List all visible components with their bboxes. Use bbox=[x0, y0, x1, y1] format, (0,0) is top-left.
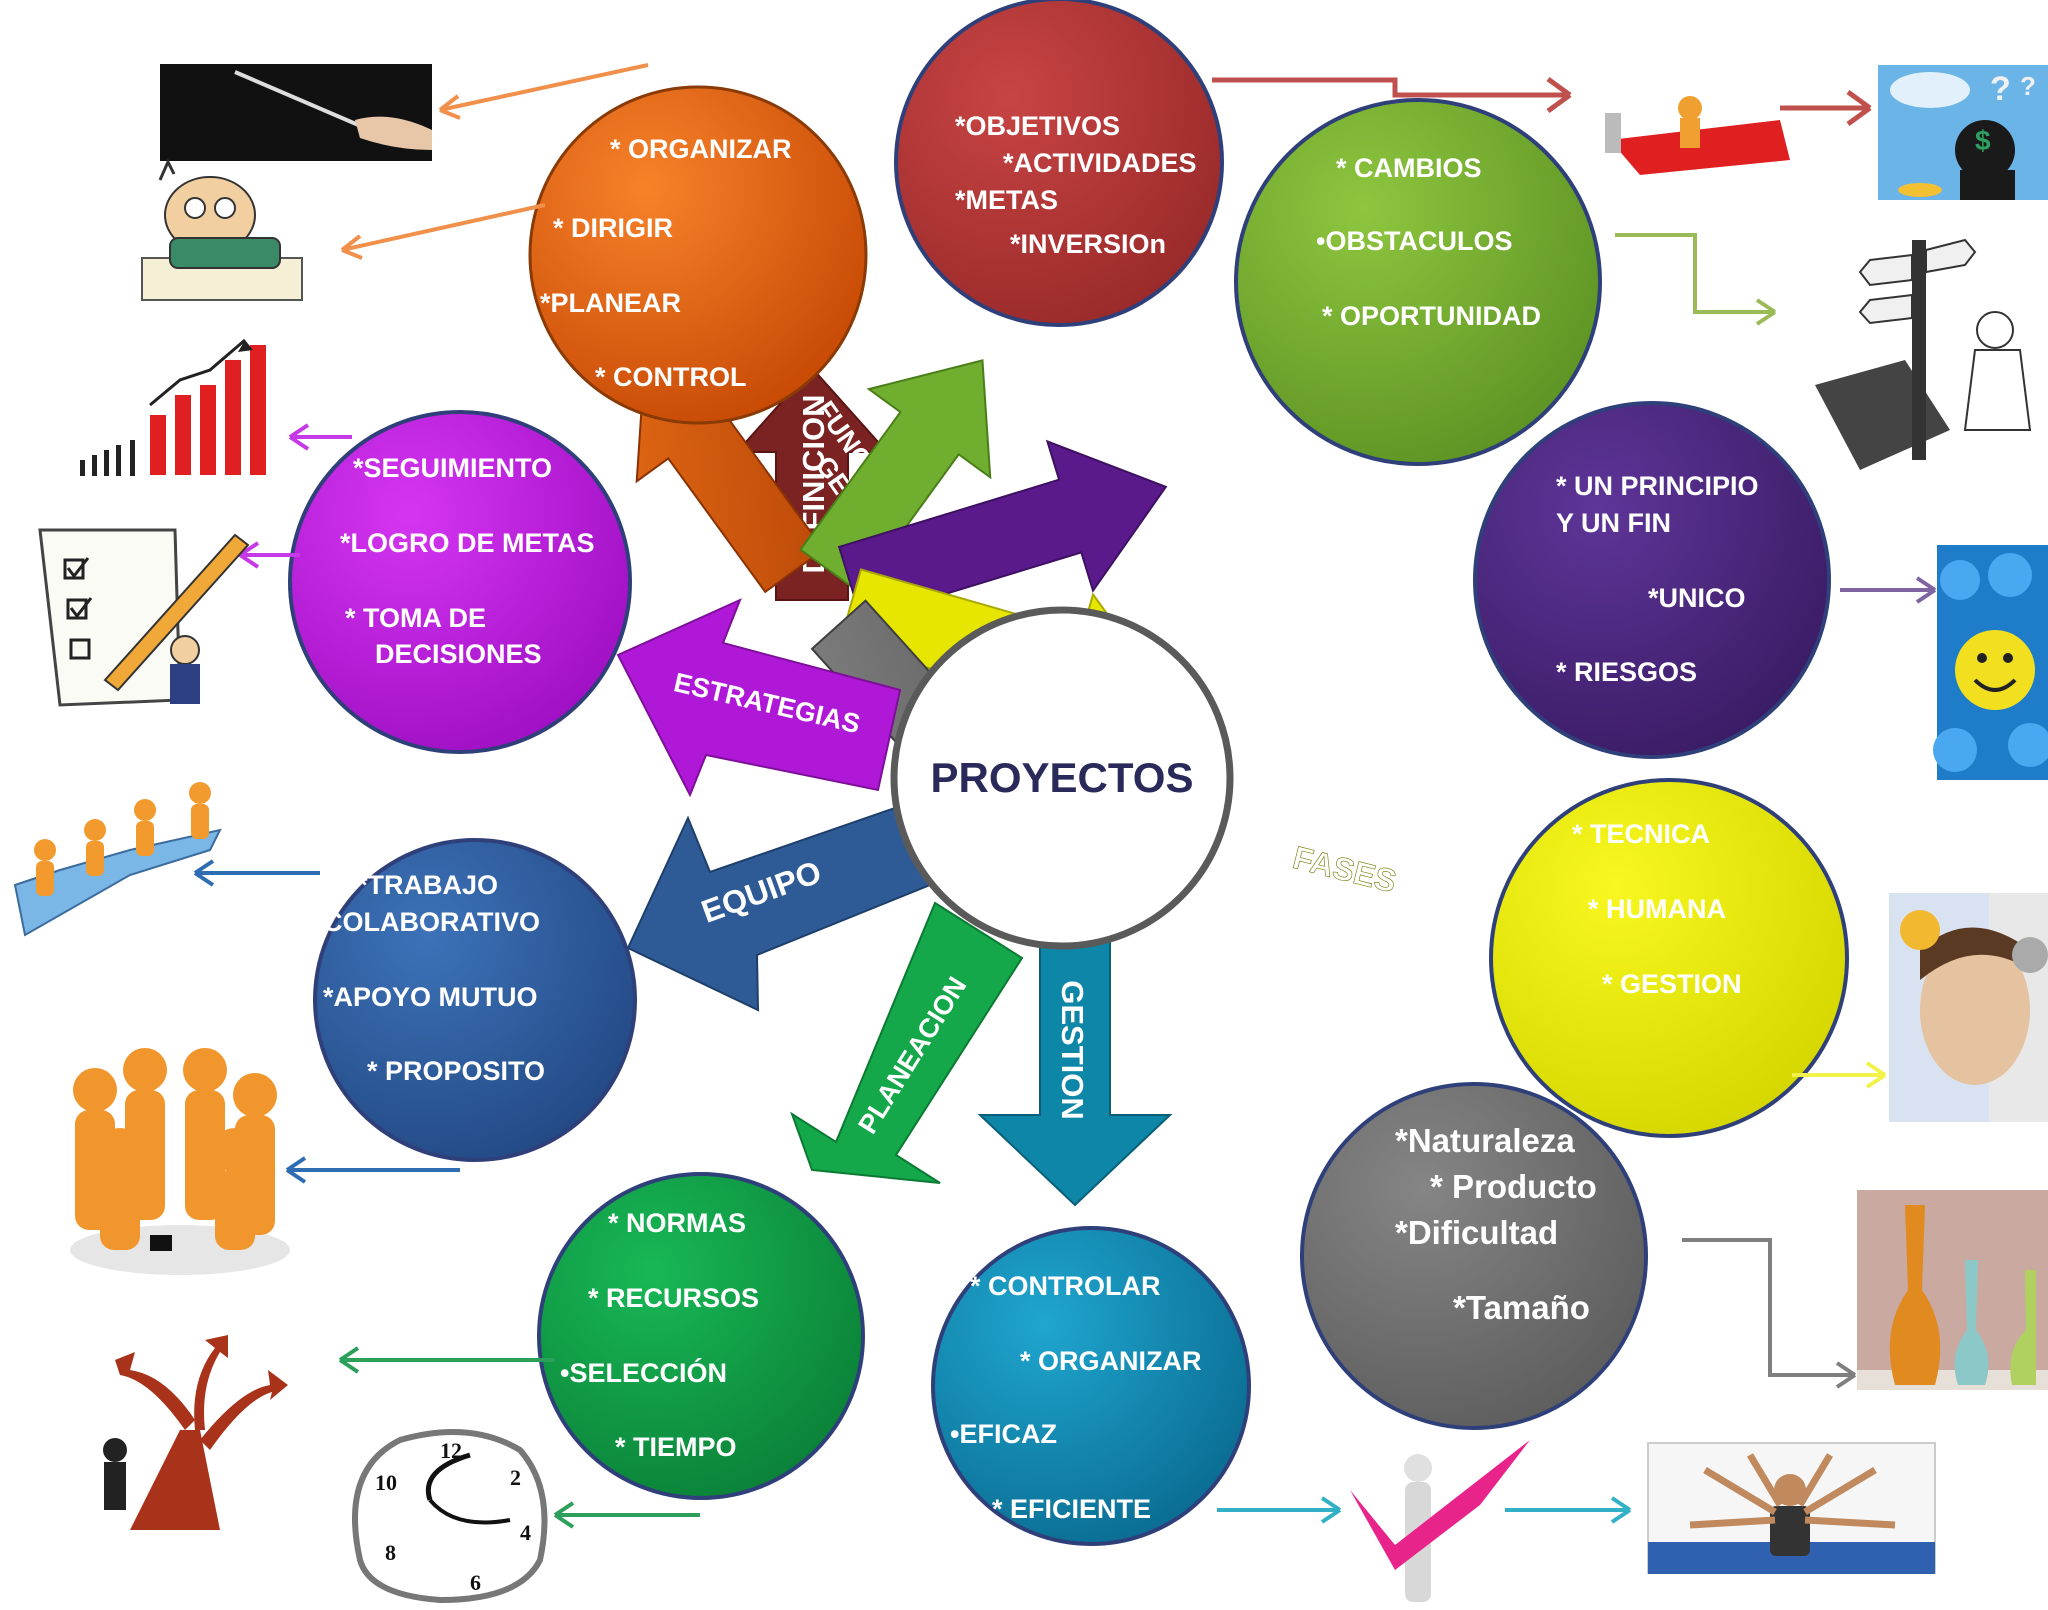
connector-arrows bbox=[193, 63, 1937, 1529]
arrow-estrategias bbox=[616, 598, 902, 798]
gestion-line-4: * EFICIENTE bbox=[992, 1494, 1151, 1524]
fases-line-2: * HUMANA bbox=[1588, 894, 1725, 924]
gestion-line-2: * ORGANIZAR bbox=[1020, 1346, 1202, 1376]
money-question-icon: $ ? ? bbox=[1878, 65, 2048, 200]
estrategias-line-4: DECISIONES bbox=[375, 639, 542, 669]
signpost-icon bbox=[1815, 238, 2032, 470]
fases-line-3: * GESTION bbox=[1602, 969, 1742, 999]
definicion-line-4: *INVERSIOn bbox=[1010, 229, 1166, 259]
origen-line-2: •OBSTACULOS bbox=[1316, 226, 1512, 256]
checklist-icon bbox=[38, 528, 250, 707]
goal-climb-icon bbox=[1605, 96, 1790, 175]
arrow-equipo bbox=[626, 806, 932, 1012]
svg-text:8: 8 bbox=[385, 1540, 396, 1565]
svg-text:* CONTROLAR * ORGANIZAR: * CONTROLAR * ORGANIZAR •EFICAZ * EFICIE… bbox=[950, 1271, 1209, 1524]
planeacion-line-1: * NORMAS bbox=[608, 1208, 746, 1238]
equipo-line-2: COLABORATIVO bbox=[323, 907, 540, 937]
bubble-definicion: *OBJETIVOS *ACTIVIDADES *METAS *INVERSIO… bbox=[894, 0, 1224, 327]
definicion-line-2: *ACTIVIDADES bbox=[1003, 148, 1197, 178]
origen-line-3: * OPORTUNIDAD bbox=[1322, 301, 1541, 331]
caracteristicas-line-3: *UNICO bbox=[1648, 583, 1746, 613]
planeacion-line-3: •SELECCIÓN bbox=[560, 1357, 727, 1388]
caracteristicas-line-4: * RIESGOS bbox=[1556, 657, 1697, 687]
svg-text:?: ? bbox=[2020, 71, 2036, 101]
svg-text:*TRABAJO COLABORATIVO: *TRABAJO COLABORATIVO *APOYO MUTUO * PRO… bbox=[323, 870, 548, 1086]
svg-text:10: 10 bbox=[375, 1470, 397, 1495]
clasificacion-line-4: *Tamaño bbox=[1453, 1289, 1590, 1326]
equipo-line-4: * PROPOSITO bbox=[367, 1056, 545, 1086]
svg-text:6: 6 bbox=[470, 1570, 481, 1595]
estrategias-line-2: *LOGRO DE METAS bbox=[340, 528, 595, 558]
clock-icon: 12 2 4 6 8 10 bbox=[352, 1429, 548, 1604]
bubble-origen: * CAMBIOS •OBSTACULOS * OPORTUNIDAD bbox=[1234, 98, 1602, 466]
svg-text:?: ? bbox=[1990, 70, 2011, 108]
team-huddle-icon bbox=[70, 1048, 290, 1275]
svg-text:*Naturaleza * Producto: *Naturaleza * Producto *Dificultad *Tama… bbox=[1395, 1122, 1606, 1326]
gestion-line-3: •EFICAZ bbox=[950, 1419, 1057, 1449]
svg-text:* ORGANIZAR * DIRIGIR: * ORGANIZAR * DIRIGIR *PLANEAR * CONTROL bbox=[540, 134, 799, 392]
funciones-line-3: *PLANEAR bbox=[540, 288, 681, 318]
funciones-line-1: * ORGANIZAR bbox=[610, 134, 792, 164]
center-label: PROYECTOS bbox=[931, 754, 1194, 801]
team-puzzle-icon bbox=[13, 782, 222, 937]
caracteristicas-line-2: Y UN FIN bbox=[1556, 508, 1671, 538]
bubble-funciones: * ORGANIZAR * DIRIGIR *PLANEAR * CONTROL bbox=[528, 85, 868, 425]
equipo-line-1: *TRABAJO bbox=[357, 870, 498, 900]
professor-icon bbox=[141, 158, 303, 301]
vases-icon bbox=[1857, 1190, 2048, 1390]
estrategias-line-1: *SEGUIMIENTO bbox=[353, 453, 552, 483]
clasificacion-line-1: *Naturaleza bbox=[1395, 1122, 1575, 1159]
head-gears-icon bbox=[1889, 893, 2048, 1122]
svg-text:* CAMBIOS •OBSTACULOS: * CAMBIOS •OBSTACULOS * OPORTUNIDAD bbox=[1316, 153, 1541, 331]
bubble-gestion: * CONTROLAR * ORGANIZAR •EFICAZ * EFICIE… bbox=[931, 1226, 1251, 1546]
caracteristicas-line-1: * UN PRINCIPIO bbox=[1556, 471, 1759, 501]
arrow-label-gestion: GESTION bbox=[1055, 980, 1090, 1120]
equipo-line-3: *APOYO MUTUO bbox=[323, 982, 538, 1012]
bubble-equipo: *TRABAJO COLABORATIVO *APOYO MUTUO * PRO… bbox=[313, 838, 637, 1162]
svg-text:$: $ bbox=[1975, 125, 1991, 156]
svg-text:4: 4 bbox=[520, 1520, 531, 1545]
svg-text:* TECNICA * HUMANA: * TECNICA * HUMANA * GESTION bbox=[1572, 819, 1742, 999]
bubble-estrategias: *SEGUIMIENTO *LOGRO DE METAS * TOMA DE D… bbox=[288, 410, 632, 754]
multitask-woman-icon bbox=[1647, 1442, 1936, 1574]
center-circle bbox=[890, 606, 1234, 950]
bubble-planeacion: * NORMAS * RECURSOS •SELECCIÓN * TIEMPO bbox=[537, 1172, 865, 1500]
bubble-fases: * TECNICA * HUMANA * GESTION bbox=[1489, 778, 1849, 1138]
svg-text:*SEGUIMIENTO *LOGRO DE M: *SEGUIMIENTO *LOGRO DE METAS * TOMA DE D… bbox=[340, 453, 602, 669]
crossroads-icon bbox=[103, 1335, 288, 1530]
checkmark-figure-icon bbox=[1350, 1440, 1530, 1602]
svg-text:* UN PRINCIPIO Y UN: * UN PRINCIPIO Y UN FIN *UNICO * RIESGOS bbox=[1556, 471, 1766, 687]
svg-text:2: 2 bbox=[510, 1465, 521, 1490]
svg-text:*OBJETIVOS *ACTIVIDADES: *OBJETIVOS *ACTIVIDADES *METAS *INVERSIO… bbox=[955, 111, 1204, 259]
estrategias-line-3: * TOMA DE bbox=[345, 603, 486, 633]
arrow-planeacion-shape bbox=[790, 901, 1024, 1184]
origen-line-1: * CAMBIOS bbox=[1336, 153, 1482, 183]
clasificacion-line-2: * Producto bbox=[1430, 1168, 1597, 1205]
funciones-line-4: * CONTROL bbox=[595, 362, 747, 392]
arrow-label-origen: ORIGEN bbox=[1180, 487, 1282, 611]
growth-chart-icon bbox=[80, 338, 266, 476]
definicion-line-1: *OBJETIVOS bbox=[955, 111, 1120, 141]
arrow-label-clasificacion: CLASIFICACION bbox=[1180, 916, 1327, 1084]
baton-icon bbox=[160, 64, 432, 161]
definicion-line-3: *METAS bbox=[955, 185, 1058, 215]
planeacion-line-4: * TIEMPO bbox=[615, 1432, 737, 1462]
svg-text:* NORMAS * RECURSOS: * NORMAS * RECURSOS •SELECCIÓN * TIEMPO bbox=[560, 1208, 767, 1462]
arrow-label-caracteristicas: CARACTERISTICAS bbox=[1217, 647, 1481, 759]
arrow-label-fases: FASES bbox=[1289, 839, 1400, 899]
planeacion-line-2: * RECURSOS bbox=[588, 1283, 759, 1313]
clasificacion-line-3: *Dificultad bbox=[1395, 1214, 1558, 1251]
fases-line-1: * TECNICA bbox=[1572, 819, 1710, 849]
gestion-line-1: * CONTROLAR bbox=[970, 1271, 1161, 1301]
smiley-balls-icon bbox=[1933, 545, 2048, 780]
svg-text:12: 12 bbox=[440, 1438, 462, 1463]
funciones-line-2: * DIRIGIR bbox=[553, 213, 673, 243]
bubble-caracteristicas: * UN PRINCIPIO Y UN FIN *UNICO * RIESGOS bbox=[1473, 401, 1831, 759]
bubble-clasificacion: *Naturaleza * Producto *Dificultad *Tama… bbox=[1300, 1082, 1648, 1430]
